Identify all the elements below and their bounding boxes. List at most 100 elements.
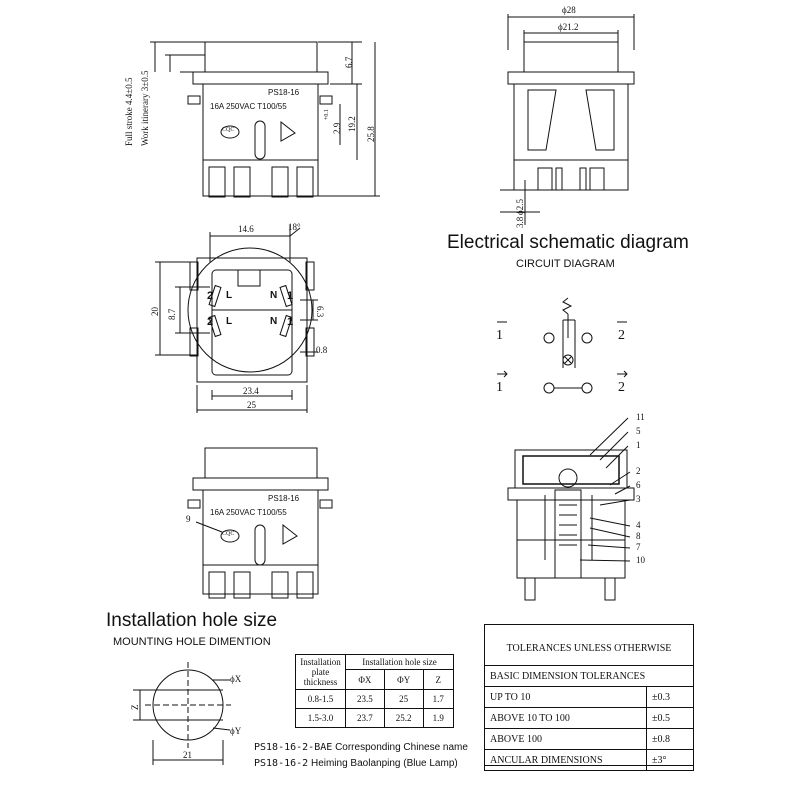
section-view-drawing (507, 417, 635, 601)
mounting-hole-heading: MOUNTING HOLE DIMENTION (113, 636, 271, 648)
front-cqc-logo: CQC (222, 127, 235, 133)
dim-phi-21-2: ϕ21.2 (558, 22, 579, 32)
terminal-label: 2 (207, 290, 214, 302)
terminal-label: L (226, 316, 233, 327)
dim-phi-28: ϕ28 (562, 5, 576, 15)
mounting-hole-drawing (133, 662, 231, 765)
cell-y: 25.2 (383, 708, 424, 728)
dim-2-9-tol: +0.1 (324, 109, 330, 120)
header-plate-thickness: Installation plate thickness (295, 654, 346, 690)
mounting-dim-21: 21 (183, 750, 192, 760)
tol-label: ANCULAR DIMENSIONS (484, 749, 647, 771)
work-itinerary-label: Work itinerary 3±0.5 (140, 70, 150, 146)
circuit-label: 1 (496, 380, 503, 395)
col-header: ΦX (345, 669, 385, 690)
table-row: ANCULAR DIMENSIONS ±3° (484, 749, 694, 771)
circuit-diagram-heading: CIRCUIT DIAGRAM (516, 258, 615, 270)
cell-thickness: 1.5-3.0 (295, 708, 346, 728)
dim-8-7: 8.7 (167, 308, 177, 320)
table-row: 1.5-3.0 23.7 25.2 1.9 (295, 708, 455, 728)
terminal-label: N (270, 316, 278, 327)
table-row: ABOVE 100 ±0.8 (484, 728, 694, 750)
dim-6-3: 6.3 (315, 306, 325, 318)
table-row: ABOVE 10 TO 100 ±0.5 (484, 707, 694, 729)
basic-tolerance-header: BASIC DIMENSION TOLERANCES (484, 665, 694, 687)
callout-number: 5 (636, 426, 641, 436)
tol-value: ±0.5 (646, 707, 694, 729)
header-hole-size: Installation hole size (345, 653, 454, 671)
full-stroke-label: Full stroke 4.4±0.5 (124, 77, 134, 146)
dim-18-deg: 18° (288, 222, 301, 232)
dim-20: 20 (150, 307, 160, 316)
tol-label: ABOVE 10 TO 100 (484, 707, 647, 729)
terminal-label: 2 (207, 316, 214, 328)
note-code: PS18-16-2 (254, 758, 309, 769)
terminal-label: N (270, 290, 278, 301)
callout-number: 4 (636, 520, 641, 530)
front-model-label: PS18-16 (268, 88, 300, 97)
side-view-drawing (500, 14, 635, 225)
dim-23-4: 23.4 (243, 386, 259, 396)
callout-number: 11 (636, 412, 645, 422)
bottom-view-drawing (155, 225, 318, 413)
dim-14-6: 14.6 (238, 224, 254, 234)
callout-number: 3 (636, 494, 641, 504)
front-rating-label: 16A 250VAC T100/55 (210, 102, 287, 111)
callout-number: 2 (636, 466, 641, 476)
mounting-z-label: Z (130, 704, 140, 711)
col-header: ΦY (383, 669, 424, 690)
dim-6-7: 6.7 (344, 56, 354, 68)
tolerances-table: BASIC DIMENSION TOLERANCES UP TO 10 ±0.3… (484, 665, 694, 771)
front-view-drawing (150, 41, 380, 198)
terminal-label: 1 (287, 316, 294, 328)
note-text: Corresponding Chinese name (335, 742, 468, 753)
dim-phi-2-5: ϕ2.5 (515, 199, 525, 215)
callout-number: 9 (186, 514, 191, 524)
cell-thickness: 0.8-1.5 (295, 689, 346, 709)
circuit-label: 2 (618, 380, 625, 395)
lower-rating-label: 16A 250VAC T100/55 (210, 508, 287, 517)
dim-25: 25 (247, 400, 256, 410)
tol-value: ±0.3 (646, 686, 694, 708)
circuit-diagram-drawing (497, 297, 628, 394)
dim-3-8: 3.8 (515, 216, 525, 228)
note-line-2: PS18-16-2 Heiming Baolanping (Blue Lamp) (254, 758, 458, 769)
cell-x: 23.5 (345, 689, 385, 709)
note-code: PS18-16-2-BAE (254, 742, 333, 753)
terminal-label: 1 (287, 290, 294, 302)
lower-model-label: PS18-16 (268, 494, 300, 503)
mounting-phix-label: ϕX (230, 674, 242, 684)
electrical-schematic-heading: Electrical schematic diagram (447, 232, 689, 253)
callout-number: 7 (636, 542, 641, 552)
callout-number: 1 (636, 440, 641, 450)
note-text: Heiming Baolanping (Blue Lamp) (310, 758, 458, 769)
table-row: UP TO 10 ±0.3 (484, 686, 694, 708)
table-row: 0.8-1.5 23.5 25 1.7 (295, 689, 455, 709)
tolerances-box: TOLERANCES UNLESS OTHERWISE BASIC DIMENS… (484, 624, 694, 771)
cell-z: 1.9 (422, 708, 455, 728)
col-header: Z (422, 669, 455, 690)
circuit-label: 2 (618, 328, 625, 343)
tol-label: UP TO 10 (484, 686, 647, 708)
dim-0-8: 0.8 (316, 345, 328, 355)
tol-value: ±3° (646, 749, 694, 771)
lower-front-view-drawing (187, 447, 333, 599)
circuit-label: 1 (496, 328, 503, 343)
mounting-phiy-label: ϕY (230, 726, 242, 736)
callout-number: 8 (636, 531, 641, 541)
callout-number: 10 (636, 555, 645, 565)
note-line-1: PS18-16-2-BAE Corresponding Chinese name (254, 742, 468, 753)
lower-cqc-logo: CQC (222, 531, 235, 537)
tol-label: ABOVE 100 (484, 728, 647, 750)
installation-hole-heading: Installation hole size (106, 610, 278, 631)
cell-x: 23.7 (345, 708, 385, 728)
callout-number: 6 (636, 480, 641, 490)
cell-z: 1.7 (422, 689, 455, 709)
tolerances-title: TOLERANCES UNLESS OTHERWISE (506, 643, 672, 654)
cell-y: 25 (383, 689, 424, 709)
tol-value: ±0.8 (646, 728, 694, 750)
terminal-label: L (226, 290, 233, 301)
hole-size-table: Installation plate thickness Installatio… (295, 653, 455, 728)
dim-19-2: 19.2 (347, 116, 357, 132)
